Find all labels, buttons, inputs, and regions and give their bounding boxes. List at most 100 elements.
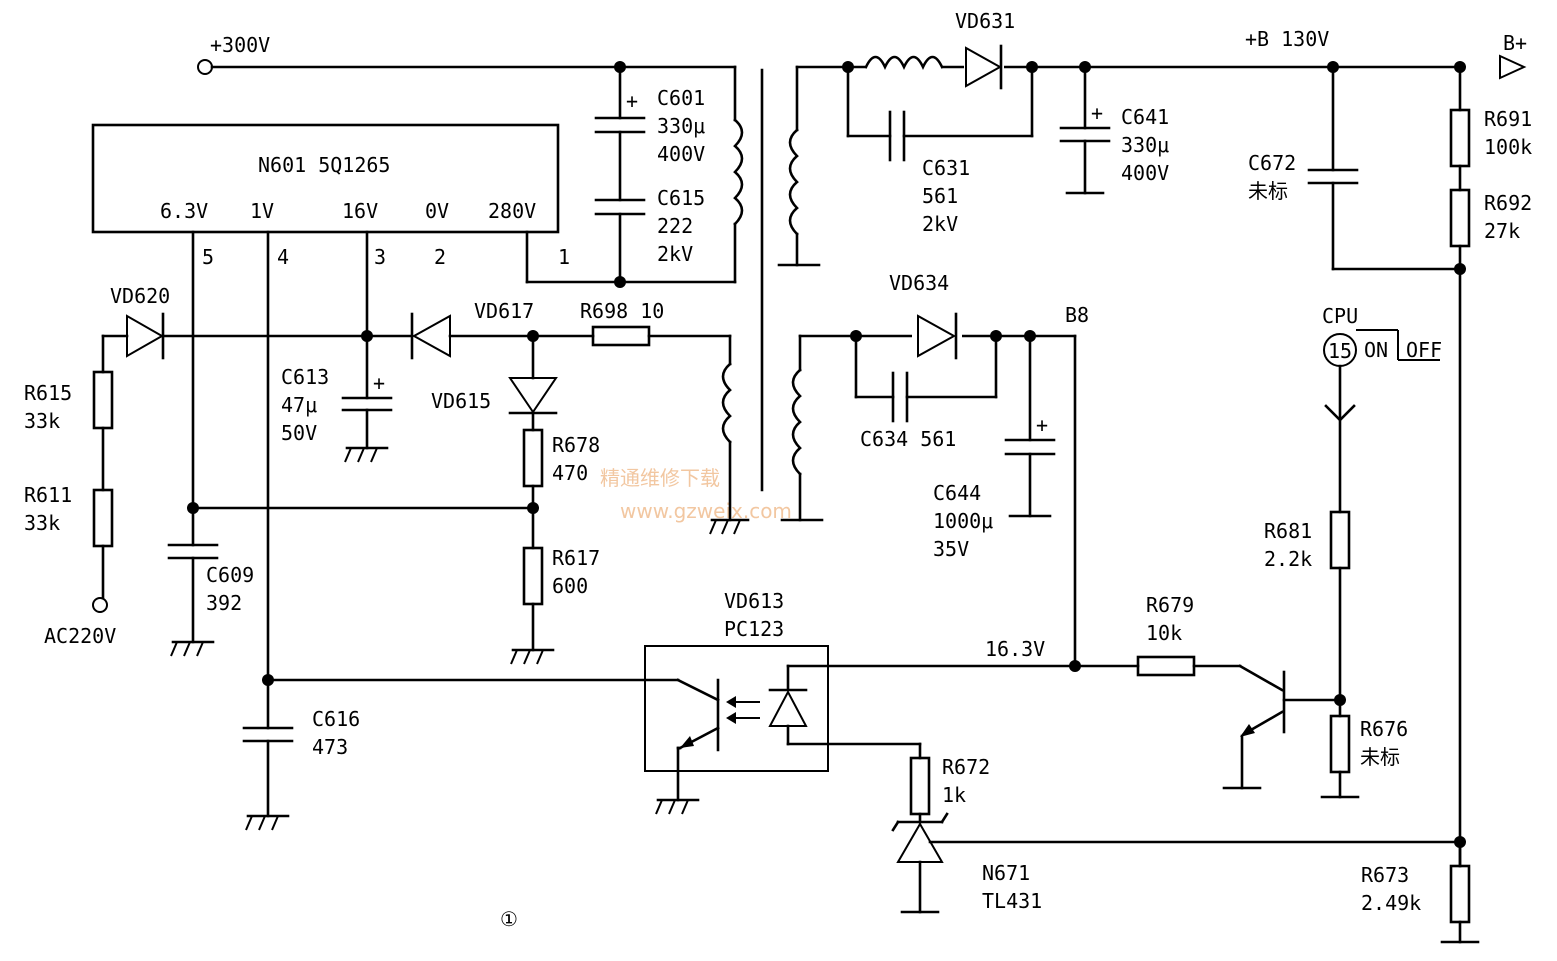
junction-dot [1334, 694, 1346, 706]
c672-ref: C672 [1248, 151, 1296, 175]
c601-ref: C601 [657, 86, 705, 110]
standby-switch [1073, 329, 1480, 944]
junction-dot [1454, 263, 1466, 275]
r611-value: 33k [24, 511, 60, 535]
ic-n601 [91, 123, 560, 234]
ic-pin-label: 6.3V [160, 199, 208, 223]
net-16-3v: 16.3V [985, 637, 1045, 661]
c644-voltage: 35V [933, 537, 969, 561]
r691-ref: R691 [1484, 107, 1532, 131]
r691-value: 100k [1484, 135, 1532, 159]
junction-dot [842, 61, 854, 73]
vd617-ref: VD617 [474, 299, 534, 323]
vd613-value: PC123 [724, 617, 784, 641]
c644-ref: C644 [933, 481, 981, 505]
secondary-upper: + [777, 44, 1527, 868]
c641-value: 330μ [1121, 133, 1169, 157]
net-bplus: B+ [1503, 31, 1527, 55]
junction-dot [1454, 61, 1466, 73]
junction-dot [1327, 61, 1339, 73]
junction-dot [262, 674, 274, 686]
c631-voltage: 2kV [922, 212, 958, 236]
junction-dot [361, 330, 373, 342]
c615-value: 222 [657, 214, 693, 238]
junction-dot [990, 330, 1002, 342]
r672-ref: R672 [942, 755, 990, 779]
r679-ref: R679 [1146, 593, 1194, 617]
ic-pin-number: 5 [202, 245, 214, 269]
switch-off: OFF [1406, 338, 1442, 362]
vd634-ref: VD634 [889, 271, 949, 295]
junction-dot [527, 330, 539, 342]
r617-value: 600 [552, 574, 588, 598]
c616-ref: C616 [312, 707, 360, 731]
r673-ref: R673 [1361, 863, 1409, 887]
r672-value: 1k [942, 783, 966, 807]
figure-number: ① [500, 907, 518, 931]
c609-ref: C609 [206, 563, 254, 587]
primary-rail: + [197, 59, 764, 492]
r615-value: 33k [24, 409, 60, 433]
junction-dot [614, 276, 626, 288]
r692-ref: R692 [1484, 191, 1532, 215]
net-b8: B8 [1065, 303, 1089, 327]
net-ac220v: AC220V [44, 624, 116, 648]
c616-value: 473 [312, 735, 348, 759]
optocoupler-vd613 [644, 645, 1077, 815]
r673-value: 2.49k [1361, 891, 1421, 915]
c601-voltage: 400V [657, 142, 705, 166]
junction-dot [1079, 61, 1091, 73]
c634-ref: C634 561 [860, 427, 956, 451]
r615-ref: R615 [24, 381, 72, 405]
ic-pin-label: 16V [342, 199, 378, 223]
c631-ref: C631 [922, 156, 970, 180]
c615-ref: C615 [657, 186, 705, 210]
vd620-ref: VD620 [110, 284, 170, 308]
net-b130: +B 130V [1245, 27, 1329, 51]
c641-ref: C641 [1121, 105, 1169, 129]
junction-dot [1026, 61, 1038, 73]
r676-ref: R676 [1360, 717, 1408, 741]
r698-ref: R698 10 [580, 299, 664, 323]
c601-value: 330μ [657, 114, 705, 138]
junction-dot [1024, 330, 1036, 342]
c616-branch [242, 678, 680, 831]
ic-pin-number: 1 [558, 245, 570, 269]
c615-voltage: 2kV [657, 242, 693, 266]
svg-text:+: + [373, 371, 385, 395]
c631-value: 561 [922, 184, 958, 208]
r611-ref: R611 [24, 483, 72, 507]
ic-pin-label: 0V [425, 199, 449, 223]
r676-value: 未标 [1360, 745, 1400, 769]
svg-text:+: + [626, 89, 638, 113]
junction-dot [850, 330, 862, 342]
c613-ref: C613 [281, 365, 329, 389]
c613-voltage: 50V [281, 421, 317, 445]
vd613-ref: VD613 [724, 589, 784, 613]
watermark-url: www.gzweix.com [620, 499, 792, 523]
ic-pin-number: 4 [277, 245, 289, 269]
aux-rail: + [92, 312, 750, 665]
n671-value: TL431 [982, 889, 1042, 913]
junction-dot [187, 502, 199, 514]
svg-text:+: + [1091, 101, 1103, 125]
vd631-ref: VD631 [955, 9, 1015, 33]
cpu-label: CPU [1322, 304, 1358, 328]
cpu-pin: 15 [1328, 339, 1352, 363]
ic-pin-label: 280V [488, 199, 536, 223]
svg-text:+: + [1036, 413, 1048, 437]
junction-dot [614, 61, 626, 73]
r617-ref: R617 [552, 546, 600, 570]
vd615-ref: VD615 [431, 389, 491, 413]
r679-value: 10k [1146, 621, 1182, 645]
net-300v: +300V [210, 33, 270, 57]
tl431-branch [891, 742, 1462, 914]
r692-value: 27k [1484, 219, 1520, 243]
ic-pin-number: 2 [434, 245, 446, 269]
secondary-lower: + [780, 312, 1077, 668]
ic-name: N601 5Q1265 [258, 153, 390, 177]
c672-value: 未标 [1248, 179, 1288, 203]
watermark-text: 精通维修下载 [600, 466, 720, 490]
r678-ref: R678 [552, 433, 600, 457]
